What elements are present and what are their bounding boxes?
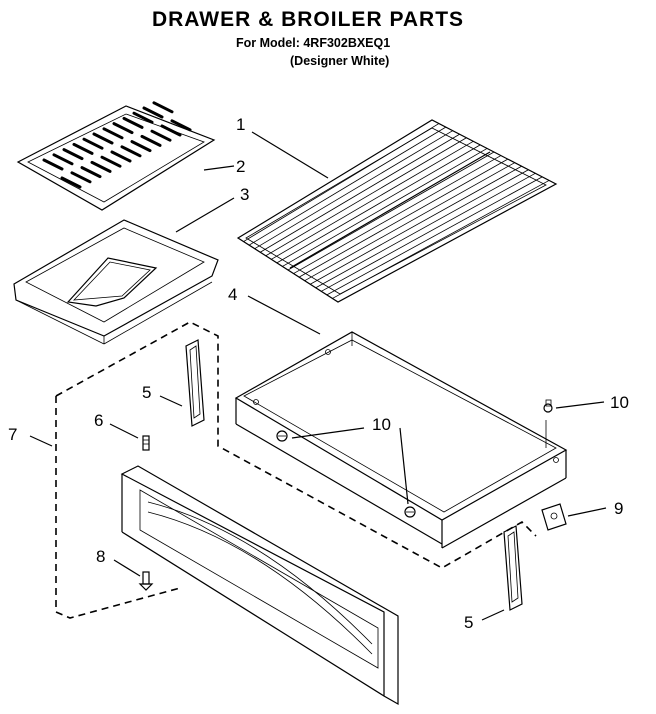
screw-8[interactable] bbox=[138, 571, 154, 591]
variant-line: (Designer White) bbox=[290, 54, 390, 68]
screw-10-upper[interactable] bbox=[276, 430, 288, 442]
callout-10-upper: 10 bbox=[372, 415, 391, 434]
screw-10-right[interactable] bbox=[543, 399, 553, 413]
callout-7: 7 bbox=[8, 425, 17, 444]
callout-4: 4 bbox=[228, 285, 237, 304]
screw-10-lower[interactable] bbox=[404, 506, 416, 518]
drawer-slide-left[interactable] bbox=[185, 339, 205, 427]
callout-1: 1 bbox=[236, 115, 245, 134]
drawer-body[interactable] bbox=[234, 331, 568, 549]
leader-lines bbox=[29, 131, 607, 621]
drawer-front-outline[interactable] bbox=[55, 321, 537, 619]
screw-6[interactable] bbox=[142, 435, 150, 451]
callout-9: 9 bbox=[614, 499, 623, 518]
diagram-title: DRAWER & BROILER PARTS bbox=[151, 8, 465, 31]
callout-5-left: 5 bbox=[142, 383, 151, 402]
callout-8: 8 bbox=[96, 547, 105, 566]
callout-5-right: 5 bbox=[464, 613, 473, 632]
broiler-grid[interactable] bbox=[16, 101, 216, 211]
drawer-front-panel[interactable] bbox=[120, 465, 399, 706]
drawer-slide-right[interactable] bbox=[503, 525, 523, 611]
oven-rack[interactable] bbox=[236, 119, 558, 303]
callout-3: 3 bbox=[240, 185, 249, 204]
bracket-9[interactable] bbox=[541, 503, 567, 531]
callout-2: 2 bbox=[236, 157, 245, 176]
broiler-pan[interactable] bbox=[13, 219, 219, 345]
callout-10-right: 10 bbox=[610, 393, 629, 412]
callout-6: 6 bbox=[94, 411, 103, 430]
model-line: For Model: 4RF302BXEQ1 bbox=[236, 36, 391, 50]
